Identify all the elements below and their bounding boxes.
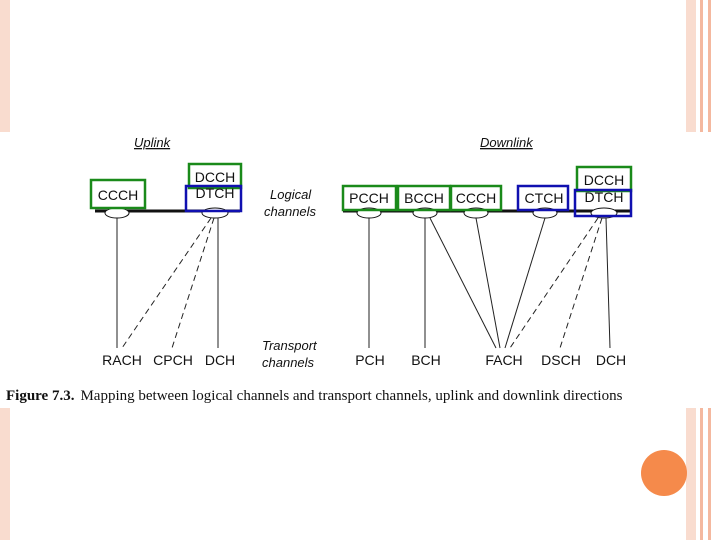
- downlink-dcch-label: DCCH: [584, 172, 624, 188]
- downlink-header: Downlink: [480, 135, 534, 150]
- downlink-ctch-box: [516, 184, 570, 212]
- downlink-pcch-box: [341, 184, 398, 212]
- uplink-dtch-label: DTCH: [196, 185, 235, 201]
- downlink-transport-dsch: DSCH: [541, 352, 581, 368]
- left-decor-bar-bottom: [0, 408, 10, 540]
- downlink-pcch-label: PCCH: [349, 190, 389, 206]
- uplink-ccch-box: [89, 178, 147, 210]
- downlink-bcch-label: BCCH: [404, 190, 444, 206]
- map-dcch-dch-down: [605, 217, 611, 349]
- right-decor-line-top-1: [700, 0, 703, 132]
- uplink-sap-dch: [201, 207, 229, 219]
- map-dcch-fach: [509, 217, 599, 349]
- map-dcch-cpch: [171, 217, 215, 349]
- uplink-transport-cpch: CPCH: [153, 352, 193, 368]
- uplink-dcch-label: DCCH: [195, 169, 235, 185]
- downlink-ctch-label: CTCH: [525, 190, 564, 206]
- uplink-sap-ccch: [104, 207, 130, 219]
- left-decor-bar-top: [0, 0, 10, 132]
- logical-channels-label-1: Logical: [270, 187, 312, 202]
- map-ctch-fach: [504, 217, 546, 349]
- uplink-dtch-box: [184, 184, 243, 213]
- downlink-transport-fach: FACH: [485, 352, 522, 368]
- caption-text: Mapping between logical channels and tra…: [80, 388, 623, 404]
- map-bcch-fach: [429, 217, 497, 349]
- downlink-transport-dch: DCH: [596, 352, 626, 368]
- transport-channels-label-1: Transport: [262, 338, 318, 353]
- uplink-ccch-label: CCCH: [98, 187, 138, 203]
- uplink-transport-dch: DCH: [205, 352, 235, 368]
- right-decor-line-top-2: [708, 0, 711, 132]
- figure-caption: Figure 7.3. Mapping between logical chann…: [6, 388, 720, 405]
- accent-circle: [641, 450, 687, 496]
- right-decor-bar-top: [686, 0, 696, 132]
- transport-channels-label-2: channels: [262, 355, 315, 370]
- downlink-dtch-label: DTCH: [585, 189, 624, 205]
- right-decor-line-bottom-1: [700, 408, 703, 540]
- uplink-transport-rach: RACH: [102, 352, 142, 368]
- figure-number: Figure 7.3.: [6, 388, 75, 404]
- map-dcch-rach: [121, 217, 212, 349]
- downlink-ccch-box: [449, 184, 503, 212]
- downlink-transport-pch: PCH: [355, 352, 385, 368]
- uplink-header: Uplink: [134, 135, 172, 150]
- downlink-ccch-label: CCCH: [456, 190, 496, 206]
- logical-channels-label-2: channels: [264, 204, 317, 219]
- uplink-dcch-box: [187, 162, 243, 190]
- right-decor-bar-bottom: [686, 408, 696, 540]
- map-dcch-dsch: [559, 217, 603, 349]
- downlink-transport-bch: BCH: [411, 352, 441, 368]
- right-decor-line-bottom-2: [708, 408, 711, 540]
- map-ccch-fach: [475, 217, 501, 349]
- downlink-dtch-box: [573, 188, 633, 218]
